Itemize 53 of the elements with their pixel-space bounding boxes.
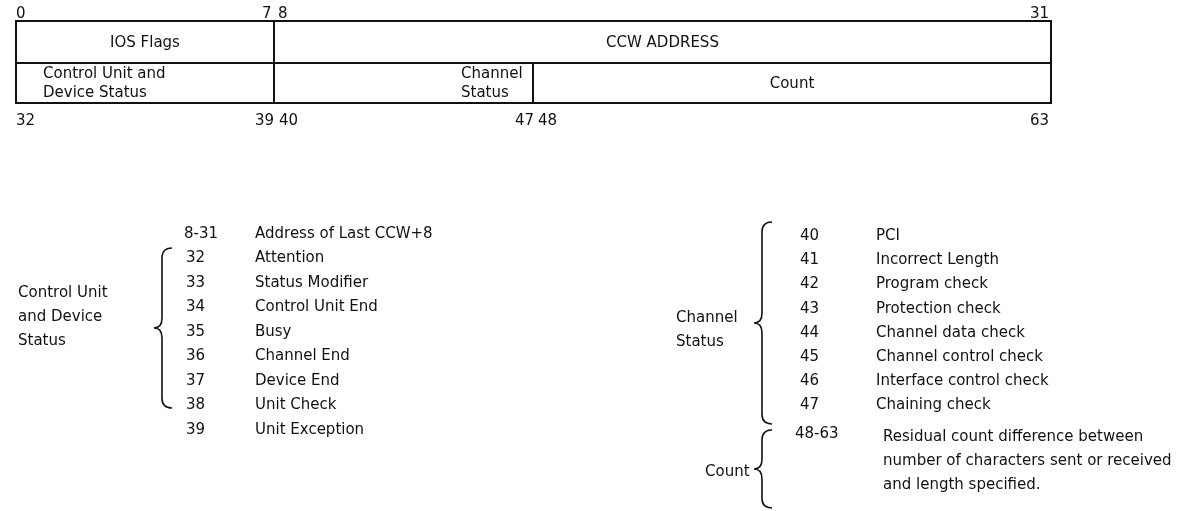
bit-number: 32 (186, 248, 206, 266)
bit-number: 47 (800, 395, 820, 414)
bit-number: 31 (1030, 4, 1050, 22)
bit-number: 44 (800, 322, 820, 341)
bit-number: 42 (800, 274, 820, 293)
bit-number: 38 (186, 395, 206, 413)
group-label: Control Unit and Device Status (18, 282, 109, 351)
bit-number: 0 (16, 4, 26, 22)
field-description: Protection check (876, 298, 1001, 317)
bit-number: 8 (278, 4, 288, 22)
field-description: Unit Exception (255, 419, 365, 438)
bit-number: 63 (1030, 111, 1050, 129)
field-description: Busy (255, 321, 292, 340)
field-description: Channel control check (876, 347, 1044, 365)
field-cell: IOS Flags (15, 20, 275, 64)
bit-number: 39 (255, 111, 275, 129)
bit-number: 43 (800, 298, 820, 317)
bit-number: 47 (515, 111, 535, 129)
field-cell: CCW ADDRESS (273, 20, 1052, 64)
field-description: Channel End (255, 346, 350, 364)
bit-number: 36 (186, 346, 206, 364)
bit-number: 48 (538, 111, 558, 129)
bit-number: 8-31 (184, 224, 219, 242)
field-description: Residual count difference between number of characters sent or received and length specified. (883, 426, 1173, 495)
bit-number: 40 (279, 111, 299, 129)
field-description: Program check (876, 274, 988, 293)
bit-number: 41 (800, 250, 820, 269)
bit-number: 45 (800, 347, 820, 365)
field-description: Interface control check (876, 371, 1049, 390)
bit-number: 46 (800, 371, 820, 390)
bit-number: 37 (186, 370, 206, 389)
field-description: Control Unit End (255, 297, 378, 315)
field-description: Channel data check (876, 322, 1025, 341)
field-description: Address of Last CCW+8 (255, 224, 433, 242)
field-description: Chaining check (876, 395, 991, 414)
group-label: Count (705, 462, 750, 480)
bit-number: 35 (186, 321, 206, 340)
field-description: Device End (255, 370, 340, 389)
bit-number: 33 (186, 272, 206, 291)
field-cell: Control Unit and Device Status (15, 62, 275, 104)
field-description: Status Modifier (255, 272, 369, 291)
field-description: Unit Check (255, 395, 337, 413)
bit-number: 48-63 (795, 424, 839, 442)
bit-number: 34 (186, 297, 206, 315)
field-description: Incorrect Length (876, 250, 999, 269)
field-description: PCI (876, 226, 900, 244)
bit-number: 7 (262, 4, 272, 22)
bit-number: 39 (186, 419, 206, 438)
bit-number: 32 (16, 111, 36, 129)
field-description: Attention (255, 248, 325, 266)
group-label: Channel Status (676, 307, 739, 352)
bit-number: 40 (800, 226, 820, 244)
field-cell: Count (532, 62, 1052, 104)
